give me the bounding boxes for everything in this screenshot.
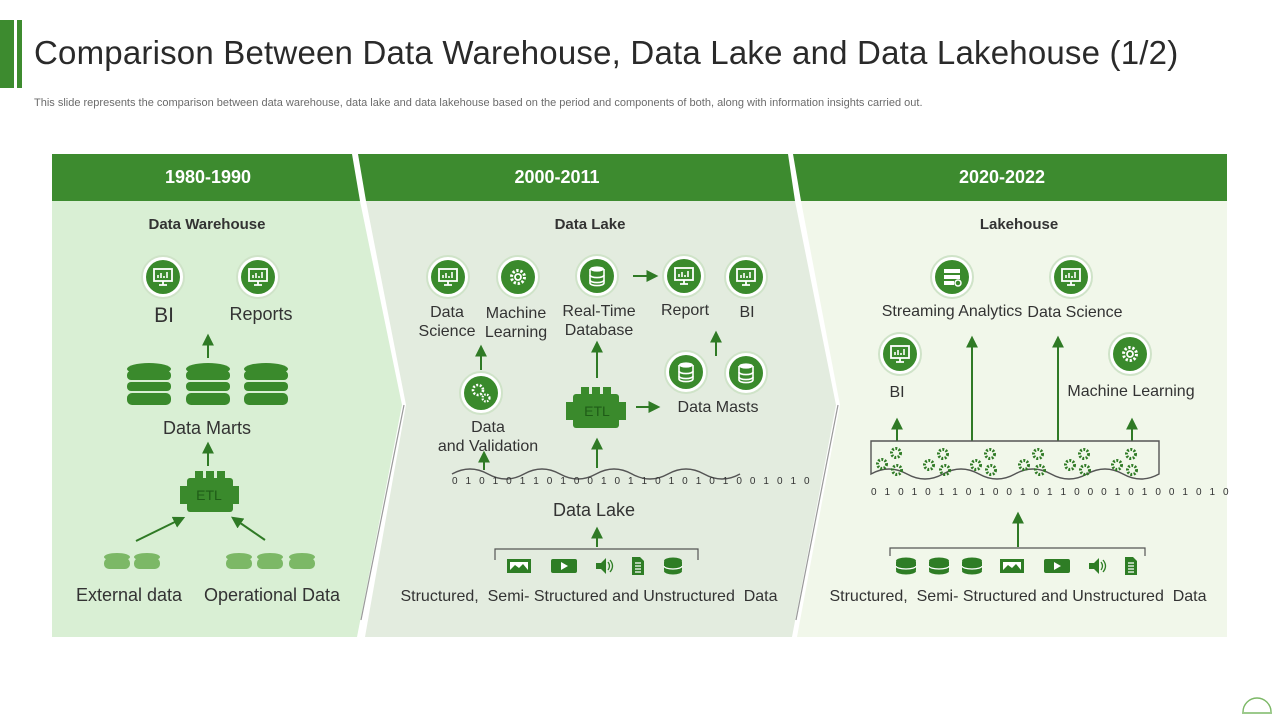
- label-machine-learning-2: Machine Learning: [1067, 383, 1195, 400]
- section-data-warehouse: Data Warehouse: [148, 216, 266, 233]
- data-marts-icon: [127, 363, 288, 405]
- label-sources: Structured, Semi- Structured and Unstruc…: [400, 588, 778, 605]
- label-streaming-analytics: Streaming Analytics: [881, 303, 1023, 320]
- image-icon-2: [1000, 559, 1024, 573]
- label-data-lake: Data Lake: [552, 500, 636, 520]
- label-etl-2: ETL: [584, 403, 610, 419]
- page-subtitle: This slide represents the comparison bet…: [34, 97, 923, 109]
- period-2020-2022: 2020-2022: [958, 167, 1046, 187]
- label-data-marts: Data Marts: [162, 418, 252, 438]
- bi-icon-2: [724, 255, 768, 299]
- section-lakehouse: Lakehouse: [979, 216, 1059, 233]
- panel-3-header-bar: [793, 154, 1227, 201]
- data-masts-db-icon-2: [724, 351, 768, 395]
- label-realtime-database: Real-Time Database: [562, 303, 636, 339]
- label-bi-2: BI: [739, 304, 755, 321]
- panel-1-header-bar: [52, 154, 360, 201]
- database-icon-2: [895, 557, 917, 575]
- database-icon: [663, 557, 683, 575]
- period-2000-2011: 2000-2011: [514, 167, 600, 187]
- label-reports: Reports: [229, 304, 293, 324]
- database-icon-4: [961, 557, 983, 575]
- label-etl: ETL: [196, 487, 222, 503]
- page-title: Comparison Between Data Warehouse, Data …: [34, 34, 1179, 71]
- label-bi: BI: [154, 304, 174, 327]
- video-play-icon: [551, 559, 577, 573]
- video-play-icon-2: [1044, 559, 1070, 573]
- corner-decoration: [1242, 697, 1272, 714]
- data-science-icon-2: [1049, 255, 1093, 299]
- binary-stream-2: 0 1 0 1 0 1 1 0 1 0 0 1 0 1 1 0 0 0 1 0 …: [871, 487, 1232, 498]
- realtime-database-icon: [575, 254, 619, 298]
- bi-icon-3: [878, 332, 922, 376]
- panel-2-header-bar: [358, 154, 795, 201]
- data-masts-db-icon-1: [664, 350, 708, 394]
- panel-3-body: [797, 201, 1227, 637]
- label-data-masts: Data Masts: [677, 399, 759, 416]
- label-operational-data: Operational Data: [203, 585, 341, 605]
- speaker-icon-2: [1089, 558, 1107, 574]
- binary-stream: 0 1 0 1 0 1 1 0 1 0 0 1 0 1 1 0 1 0 1 0 …: [452, 476, 813, 487]
- section-data-lake: Data Lake: [554, 216, 626, 233]
- external-data-icon: [104, 553, 160, 569]
- label-external-data: External data: [75, 585, 183, 605]
- machine-learning-icon: [496, 255, 540, 299]
- sources-bracket-2: [889, 547, 1146, 556]
- data-science-icon: [426, 255, 470, 299]
- streaming-analytics-icon: [930, 255, 974, 299]
- label-data-science: Data Science: [418, 304, 476, 340]
- label-data-science-2: Data Science: [1027, 304, 1123, 321]
- period-1980-1990: 1980-1990: [164, 167, 252, 187]
- sources-bracket: [494, 548, 699, 560]
- report-icon: [662, 254, 706, 298]
- lakehouse-container: [870, 440, 1160, 480]
- document-icon: [632, 557, 644, 575]
- image-icon: [507, 559, 531, 573]
- reports-icon: [236, 255, 280, 299]
- label-sources-2: Structured, Semi- Structured and Unstruc…: [829, 588, 1207, 605]
- label-machine-learning: Machine Learning: [484, 305, 548, 341]
- operational-data-icon: [226, 553, 315, 569]
- etl-engine-icon-2: [566, 387, 626, 428]
- machine-learning-icon-2: [1108, 332, 1152, 376]
- label-data-validation: Data and Validation: [437, 419, 539, 455]
- panel-1-body: [52, 201, 402, 637]
- etl-engine-icon: [180, 471, 239, 512]
- document-icon-2: [1125, 557, 1137, 575]
- label-bi-3: BI: [889, 384, 905, 401]
- bi-icon: [141, 255, 185, 299]
- label-report: Report: [660, 302, 710, 319]
- database-icon-3: [928, 557, 950, 575]
- data-validation-icon: [459, 371, 503, 415]
- accent-bar: [0, 20, 22, 88]
- data-lake-wave: [451, 468, 741, 480]
- speaker-icon: [596, 558, 614, 574]
